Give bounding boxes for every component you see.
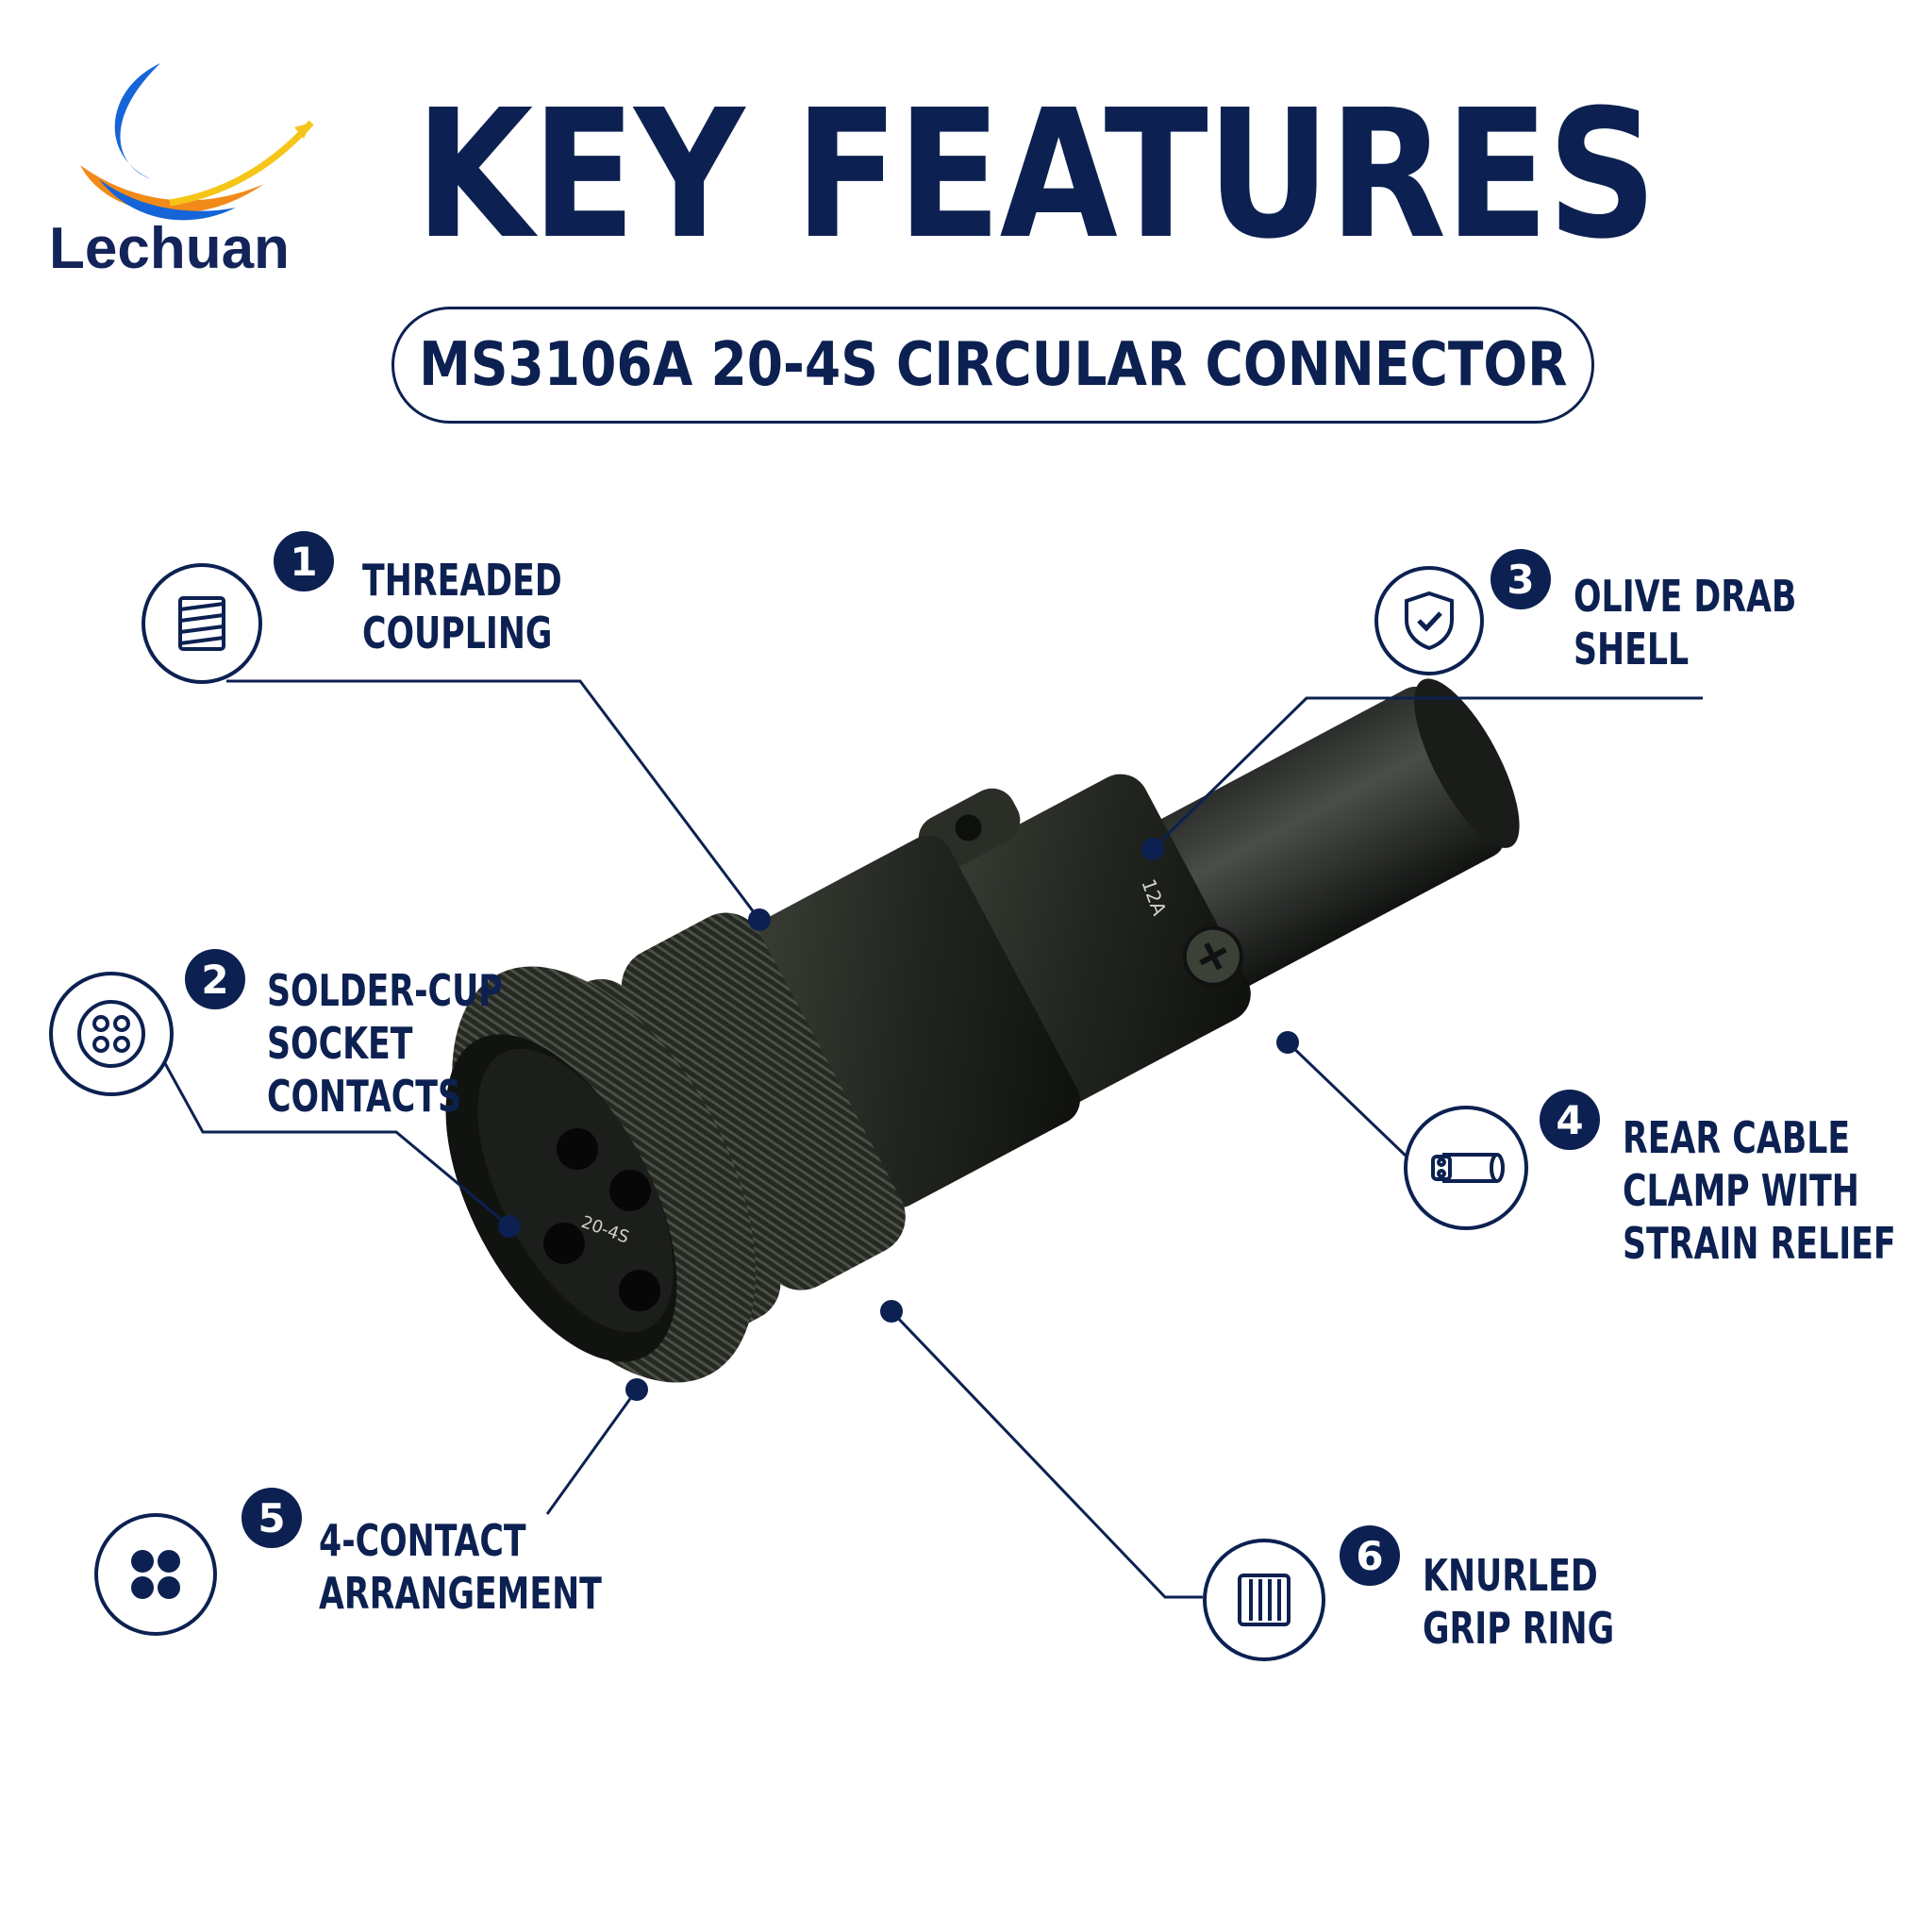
shield-check-icon — [1374, 566, 1484, 675]
feature-5-number: 5 — [242, 1488, 302, 1548]
feature-6-number: 6 — [1340, 1525, 1400, 1586]
feature-4-number: 4 — [1540, 1090, 1600, 1150]
brand-name: Lechuan — [49, 216, 290, 281]
feature-3-number: 3 — [1491, 549, 1551, 609]
socket-contacts-icon — [49, 972, 174, 1096]
connector-body — [445, 678, 1520, 1383]
page-subtitle: MS3106A 20-4S CIRCULAR CONNECTOR — [418, 330, 1568, 400]
feature-1-number: 1 — [274, 531, 334, 591]
threaded-coupling-icon — [142, 563, 262, 684]
page-title: KEY FEATURES — [415, 72, 1657, 278]
knurled-ring-icon — [1203, 1539, 1325, 1661]
feature-2-number: 2 — [185, 949, 245, 1009]
four-dots-icon — [94, 1513, 217, 1636]
cable-clamp-icon — [1404, 1106, 1528, 1230]
leader-dots — [498, 838, 1299, 1401]
leader-lines — [149, 679, 1703, 1599]
subtitle-pill: MS3106A 20-4S CIRCULAR CONNECTOR — [391, 307, 1594, 424]
brand-logo-mark — [80, 63, 314, 221]
